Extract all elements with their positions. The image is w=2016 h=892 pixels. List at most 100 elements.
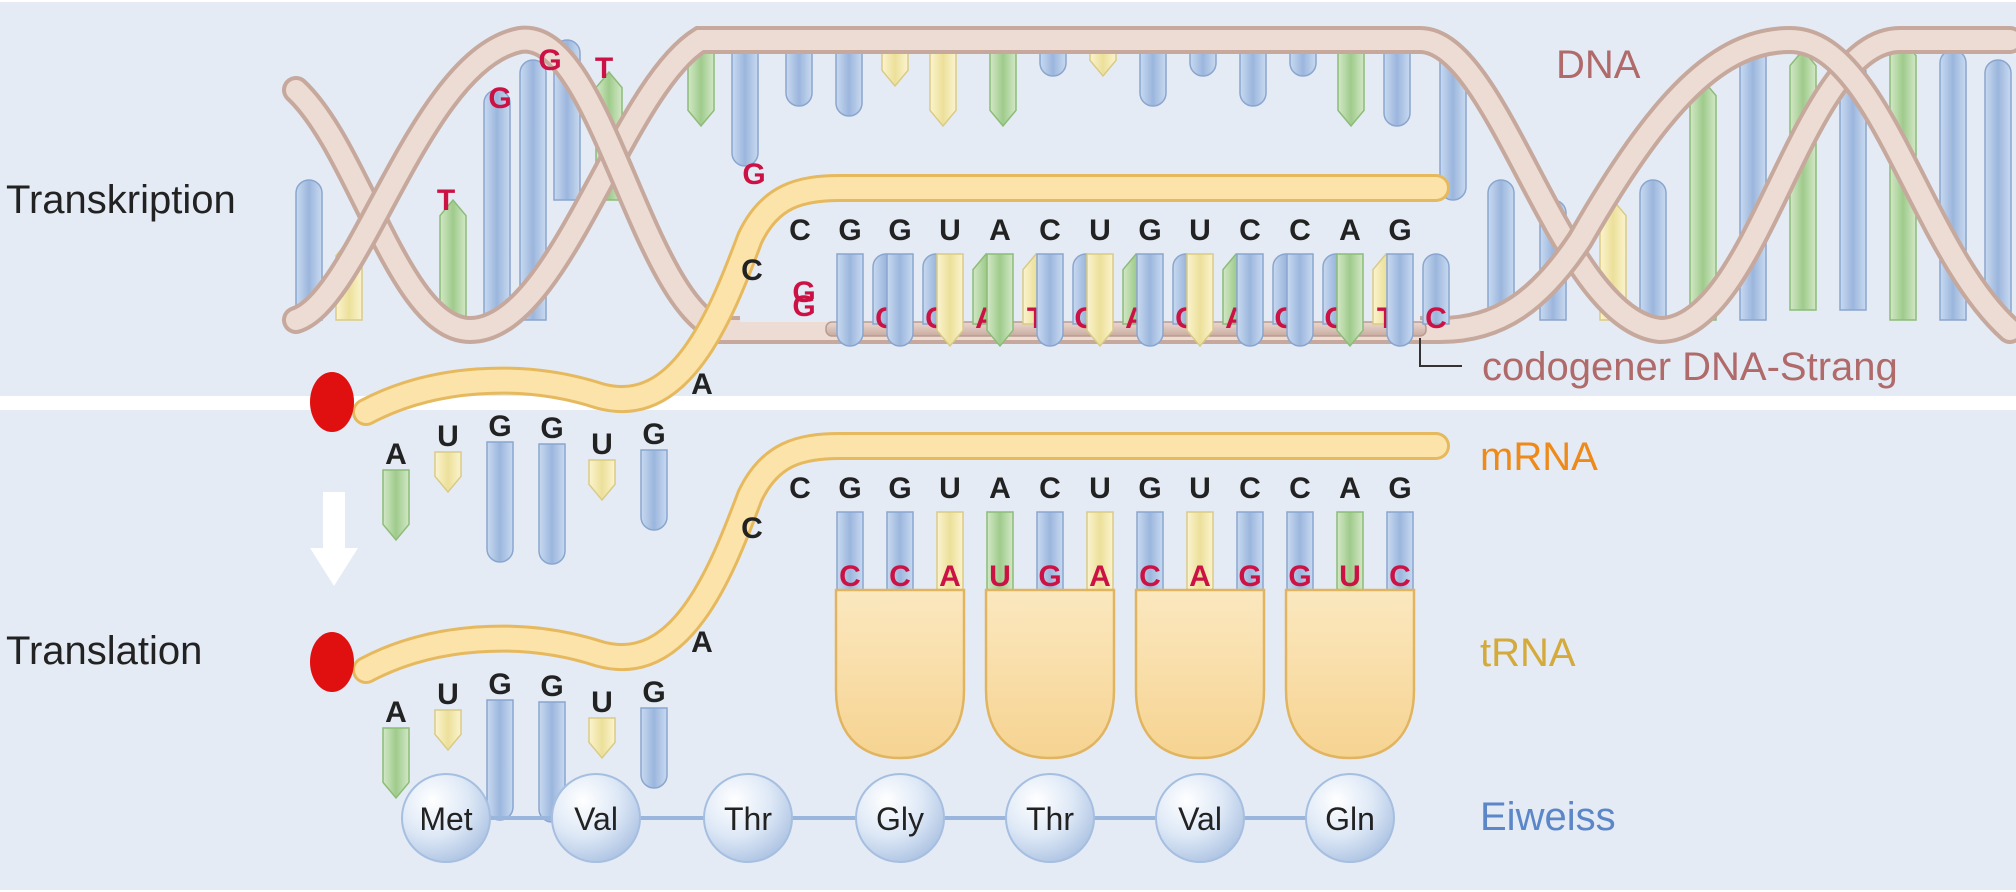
mrna-base: [1086, 253, 1114, 348]
amino-acid-label: Gly: [876, 801, 924, 837]
mrna-base-letter: C: [741, 512, 763, 545]
anticodon-letter: G: [1238, 560, 1261, 593]
trna-body: [834, 588, 966, 760]
trna-body: [1284, 588, 1416, 760]
dna-base: [1984, 59, 2012, 321]
codogenic-base-letter: C: [1425, 302, 1447, 335]
anticodon-letter: A: [939, 560, 961, 593]
mrna-base-letter: U: [437, 678, 459, 711]
dna-base-letter: G: [792, 276, 815, 309]
amino-acid-ball: [401, 773, 491, 863]
mrna-base-letter: U: [591, 428, 613, 461]
trna-body: [1134, 588, 1266, 760]
mrna-base: [1336, 253, 1364, 348]
mrna-base-letter: G: [1138, 214, 1161, 247]
transcription-label: Transkription: [6, 178, 236, 222]
dna-base-letter: T: [595, 52, 613, 85]
anticodon-letter: C: [1139, 560, 1161, 593]
dna-base: [835, 35, 863, 117]
mrna-base: [486, 441, 514, 563]
mrna-backbone: [355, 435, 1447, 681]
mrna-base-letter: C: [1039, 214, 1061, 247]
mrna-base-letter: C: [1289, 214, 1311, 247]
down-arrow-icon: [310, 492, 358, 586]
anticodon-letter: A: [1089, 560, 1111, 593]
mrna-base: [640, 707, 668, 789]
mrna-base-letter: G: [642, 676, 665, 709]
mrna-base-letter: G: [838, 472, 861, 505]
dna-base-letter: G: [488, 82, 511, 115]
amino-acid-label: Val: [574, 801, 618, 837]
mrna-base-letter: G: [488, 410, 511, 443]
dna-base: [1487, 179, 1515, 321]
mrna-base: [1286, 253, 1314, 347]
mrna-base: [382, 727, 410, 800]
mrna-cap: [310, 632, 354, 692]
mrna-base-letter: U: [591, 686, 613, 719]
amino-acid-label: Thr: [1026, 801, 1074, 837]
mrna-base-letter: C: [1239, 472, 1261, 505]
amino-acid-label: Thr: [724, 801, 772, 837]
mrna-base: [1036, 253, 1064, 347]
anticodon-letter: C: [889, 560, 911, 593]
anticodon-letter: U: [1339, 560, 1361, 593]
mrna-base: [1186, 253, 1214, 348]
mrna-base: [886, 253, 914, 347]
mrna-base: [486, 699, 514, 821]
mrna-base-letter: U: [1089, 214, 1111, 247]
mrna-base-letter: G: [1388, 214, 1411, 247]
codogenic-strand-label: codogener DNA-Strang: [1482, 345, 1898, 389]
mrna-base-letter: A: [691, 368, 713, 401]
codogenic-pointer-line: [1419, 338, 1462, 367]
mrna-base-letter: A: [1339, 472, 1361, 505]
anticodon-letter: U: [989, 560, 1011, 593]
anticodon-letter: G: [1038, 560, 1061, 593]
mrna-base-letter: G: [642, 418, 665, 451]
anticodon-letter: C: [839, 560, 861, 593]
dna-base: [483, 89, 511, 321]
amino-acid-label: Gln: [1325, 801, 1375, 837]
mrna-backbone: [355, 177, 1447, 423]
amino-acid-ball: [1005, 773, 1095, 863]
mrna-base-letter: G: [888, 214, 911, 247]
dna-label: DNA: [1556, 43, 1641, 87]
mrna-base: [538, 443, 566, 565]
mrna-base: [382, 469, 410, 542]
amino-acid-ball: [1155, 773, 1245, 863]
mrna-base-letter: U: [939, 472, 961, 505]
protein-label: Eiweiss: [1480, 795, 1616, 839]
mrna-base: [588, 717, 616, 760]
anticodon-letter: C: [1389, 560, 1411, 593]
dna-base: [295, 179, 323, 321]
dna-base: [439, 198, 467, 321]
dna-base-letter: G: [538, 44, 561, 77]
amino-acid-ball: [1305, 773, 1395, 863]
mrna-base-letter: C: [741, 254, 763, 287]
mrna-base-letter: G: [1138, 472, 1161, 505]
amino-acid-label: Val: [1178, 801, 1222, 837]
dna-base: [519, 59, 547, 321]
dna-base-letter: T: [437, 184, 455, 217]
mrna-base-letter: G: [540, 670, 563, 703]
mrna-base-letter: G: [792, 290, 815, 323]
trna-label: tRNA: [1480, 631, 1576, 675]
mrna-base-letter: A: [989, 214, 1011, 247]
codogenic-base: [1422, 253, 1450, 325]
mrna-base-letter: G: [838, 214, 861, 247]
mrna-base-letter: U: [1089, 472, 1111, 505]
dna-base-letter: G: [742, 158, 765, 191]
mrna-cap: [310, 372, 354, 432]
translation-label: Translation: [6, 629, 202, 673]
mrna-base-letter: U: [1189, 214, 1211, 247]
mrna-base: [936, 253, 964, 348]
amino-acid-ball: [551, 773, 641, 863]
mrna-base: [1386, 253, 1414, 347]
amino-acid-ball: [703, 773, 793, 863]
mrna-base: [434, 709, 462, 752]
mrna-base-letter: G: [888, 472, 911, 505]
anticodon-letter: G: [1288, 560, 1311, 593]
